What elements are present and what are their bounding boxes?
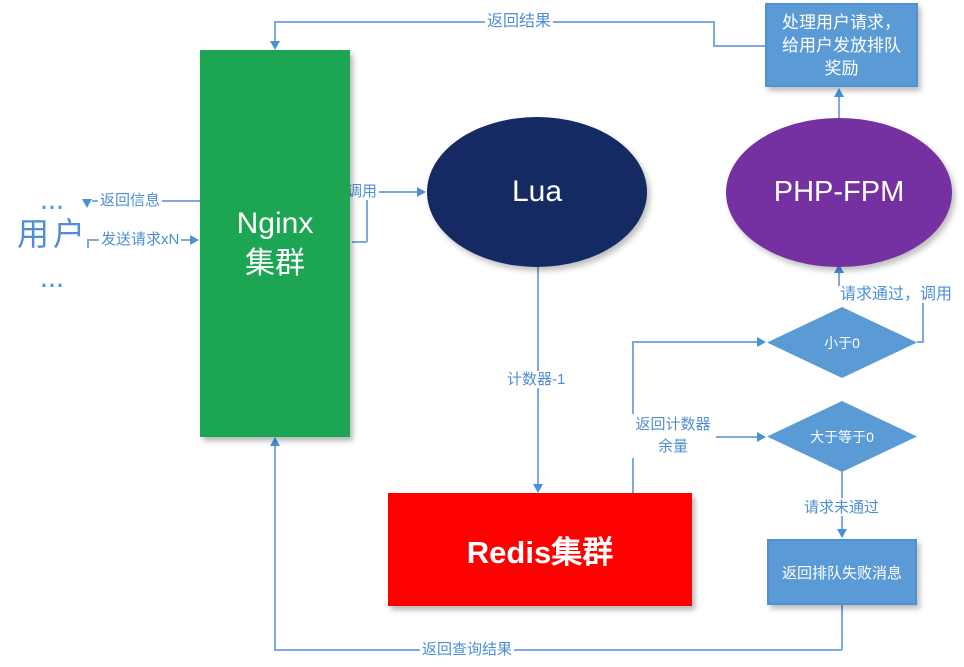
arrowhead-into-user — [82, 199, 92, 208]
edge-call-hline — [379, 191, 419, 193]
user-dots-bottom: ... — [40, 267, 66, 292]
decision-gte0-label: 大于等于0 — [810, 428, 874, 445]
user-label: 用户 — [16, 216, 89, 252]
nginx-cluster-box: Nginx 集群 — [200, 50, 350, 437]
edge-call-elbow-hline — [352, 241, 367, 243]
reward-label-line2: 给用户发放排队 — [782, 35, 901, 55]
edge-label-request-not-pass: 请求未通过 — [802, 499, 882, 516]
arrowhead-into-nginx-bottom — [270, 437, 280, 446]
arrowhead-into-lua — [417, 187, 426, 197]
lua-label: Lua — [511, 175, 563, 208]
redis-cluster-label: Redis集群 — [466, 535, 614, 570]
edge-notpass-vline-lower — [841, 516, 843, 530]
edge-to-gte0-hline — [712, 436, 758, 438]
edge-return-result-step-vline — [713, 21, 715, 46]
edge-label-return-counter-line2: 余量 — [657, 438, 688, 455]
redis-cluster-box: Redis集群 — [388, 493, 692, 606]
arrowhead-into-nginx-top — [270, 41, 280, 50]
edge-return-result-step-hline — [713, 45, 765, 47]
edge-label-request-pass: 请求通过，调用 — [838, 286, 955, 303]
fail-message-box: 返回排队失败消息 — [767, 539, 917, 605]
phpfpm-label: PHP-FPM — [773, 176, 905, 208]
edge-label-call: 调用 — [345, 183, 380, 200]
reward-label-line1: 处理用户请求， — [782, 12, 901, 32]
edge-pass-stub-hline — [917, 341, 924, 343]
nginx-label-line1: Nginx — [236, 206, 314, 240]
arrowhead-into-redis — [533, 484, 543, 493]
user-dots-top: ... — [40, 189, 66, 214]
edge-label-return-query: 返回查询结果 — [420, 641, 515, 658]
edge-return-query-left-vline — [274, 445, 276, 650]
edge-label-return-counter: 返回计数器 余量 — [630, 414, 716, 458]
edge-label-return-result: 返回结果 — [485, 13, 554, 30]
phpfpm-ellipse: PHP-FPM — [726, 118, 952, 267]
lua-ellipse: Lua — [427, 117, 647, 267]
arrowhead-into-fail-box — [837, 529, 847, 538]
edge-return-query-hline — [274, 649, 842, 651]
edge-call-elbow-vline — [366, 199, 368, 242]
edge-label-return-info: 返回信息 — [98, 192, 163, 209]
edge-phpfpm-reward-vline — [838, 95, 840, 118]
edge-label-counter-minus-1: 计数器-1 — [505, 371, 568, 388]
fail-message-label: 返回排队失败消息 — [781, 564, 902, 582]
edge-label-send-request: 发送请求xN — [99, 231, 182, 248]
arrowhead-into-lt0 — [757, 337, 766, 347]
decision-lt0-label: 小于0 — [824, 334, 860, 351]
arrowhead-into-gte0 — [757, 432, 766, 442]
edge-label-return-counter-line1: 返回计数器 — [635, 416, 711, 433]
arrowhead-into-reward-box — [834, 88, 844, 97]
edge-to-lt0-hline — [632, 341, 758, 343]
nginx-label-line2: 集群 — [244, 246, 305, 280]
edge-notpass-vline-upper — [841, 472, 843, 498]
reward-box-label: 处理用户请求， 给用户发放排队 奖励 — [782, 11, 901, 80]
decision-gte0-diamond: 大于等于0 — [767, 401, 917, 472]
edge-send-request-tick — [87, 239, 89, 248]
decision-lt0-diamond: 小于0 — [767, 307, 917, 378]
edge-pass-vline — [922, 300, 924, 342]
nginx-cluster-label: Nginx 集群 — [237, 204, 314, 284]
edge-return-result-drop-vline — [274, 21, 276, 43]
reward-box: 处理用户请求， 给用户发放排队 奖励 — [765, 3, 918, 87]
edge-pass-up-vline — [838, 272, 840, 287]
reward-label-line3: 奖励 — [824, 58, 859, 78]
arrowhead-into-phpfpm-bottom — [834, 264, 844, 273]
user-node: ... 用户 ... — [8, 189, 98, 292]
edge-return-query-right-vline — [841, 605, 843, 650]
arrowhead-into-nginx-left — [190, 235, 199, 245]
